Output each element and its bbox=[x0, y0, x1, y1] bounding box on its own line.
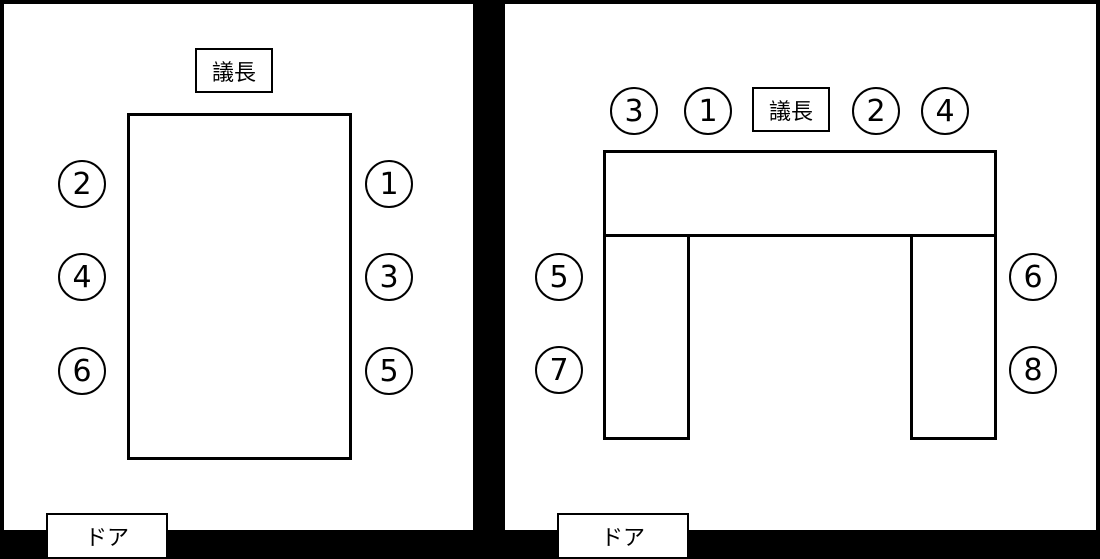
seat-4: 4 bbox=[58, 253, 106, 301]
seat-4: 4 bbox=[921, 87, 969, 135]
u-table-top bbox=[603, 150, 997, 237]
seat-8: 8 bbox=[1009, 346, 1057, 394]
seat-2: 2 bbox=[852, 87, 900, 135]
seat-5: 5 bbox=[365, 347, 413, 395]
chair-label: 議長 bbox=[752, 87, 830, 132]
rectangular-table bbox=[127, 113, 352, 460]
seat-7: 7 bbox=[535, 346, 583, 394]
door: ドア bbox=[557, 513, 689, 559]
seat-2: 2 bbox=[58, 160, 106, 208]
seat-1: 1 bbox=[365, 160, 413, 208]
door: ドア bbox=[46, 513, 168, 559]
u-table-left-wing bbox=[603, 234, 690, 440]
u-table-right-wing bbox=[910, 234, 997, 440]
seat-5: 5 bbox=[535, 253, 583, 301]
seat-3: 3 bbox=[610, 87, 658, 135]
layout-panel-u-shaped bbox=[505, 4, 1096, 530]
seat-1: 1 bbox=[684, 87, 732, 135]
chair-label: 議長 bbox=[195, 48, 273, 93]
seat-3: 3 bbox=[365, 253, 413, 301]
seat-6: 6 bbox=[1009, 253, 1057, 301]
seat-6: 6 bbox=[58, 347, 106, 395]
